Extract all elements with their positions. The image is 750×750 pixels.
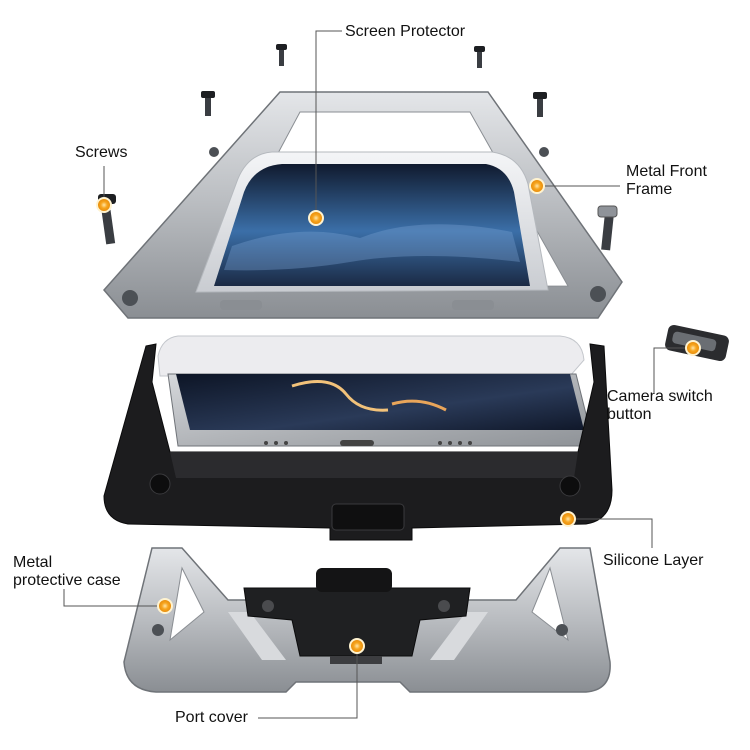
screw-icon (533, 92, 547, 117)
label-metal-front-frame-line1: Metal Front (626, 163, 707, 180)
screw-icon (201, 91, 215, 116)
label-port-cover: Port cover (175, 709, 248, 726)
leader-lines (63, 30, 693, 719)
callout-dot-metal-case (157, 598, 173, 614)
callout-dot-camera-switch (685, 340, 701, 356)
label-screen-protector: Screen Protector (345, 23, 466, 40)
screw-icon (474, 46, 485, 68)
screw-icon (276, 44, 287, 66)
tempered-glass-sheet (157, 335, 585, 377)
label-metal-case-line2: protective case (13, 572, 121, 589)
callout-dot-metal-front-frame (529, 178, 545, 194)
label-camera-switch-line1: Camera switch (607, 388, 713, 405)
leader-line-screen-protector (315, 30, 342, 218)
silicone-layer (103, 343, 613, 541)
callout-dot-screen-protector (308, 210, 324, 226)
leader-line-port-cover (258, 646, 358, 719)
phone (167, 373, 595, 447)
label-screws: Screws (75, 144, 128, 161)
label-silicone-layer: Silicone Layer (603, 552, 704, 569)
callout-dots (96, 178, 701, 654)
leader-line-metal-case (63, 589, 165, 607)
label-camera-switch-line2: button (607, 406, 652, 423)
leader-line-silicone-layer (568, 518, 653, 548)
frame-slot-left (220, 300, 262, 310)
callout-dot-silicone-layer (560, 511, 576, 527)
label-metal-case-line1: Metal (13, 554, 53, 571)
frame-slot-right (452, 300, 494, 310)
callout-dot-port-cover (349, 638, 365, 654)
frame-screw-hole (209, 147, 219, 157)
screw-icon (597, 205, 618, 251)
callout-dot-screws (96, 197, 112, 213)
port-cover (243, 568, 471, 664)
frame-screw-hole (122, 290, 138, 306)
label-metal-front-frame-line2: Frame (626, 181, 673, 198)
leader-line-camera-switch (653, 347, 693, 392)
screen-protector (195, 151, 549, 293)
frame-screw-hole (539, 147, 549, 157)
frame-screw-hole (590, 286, 606, 302)
